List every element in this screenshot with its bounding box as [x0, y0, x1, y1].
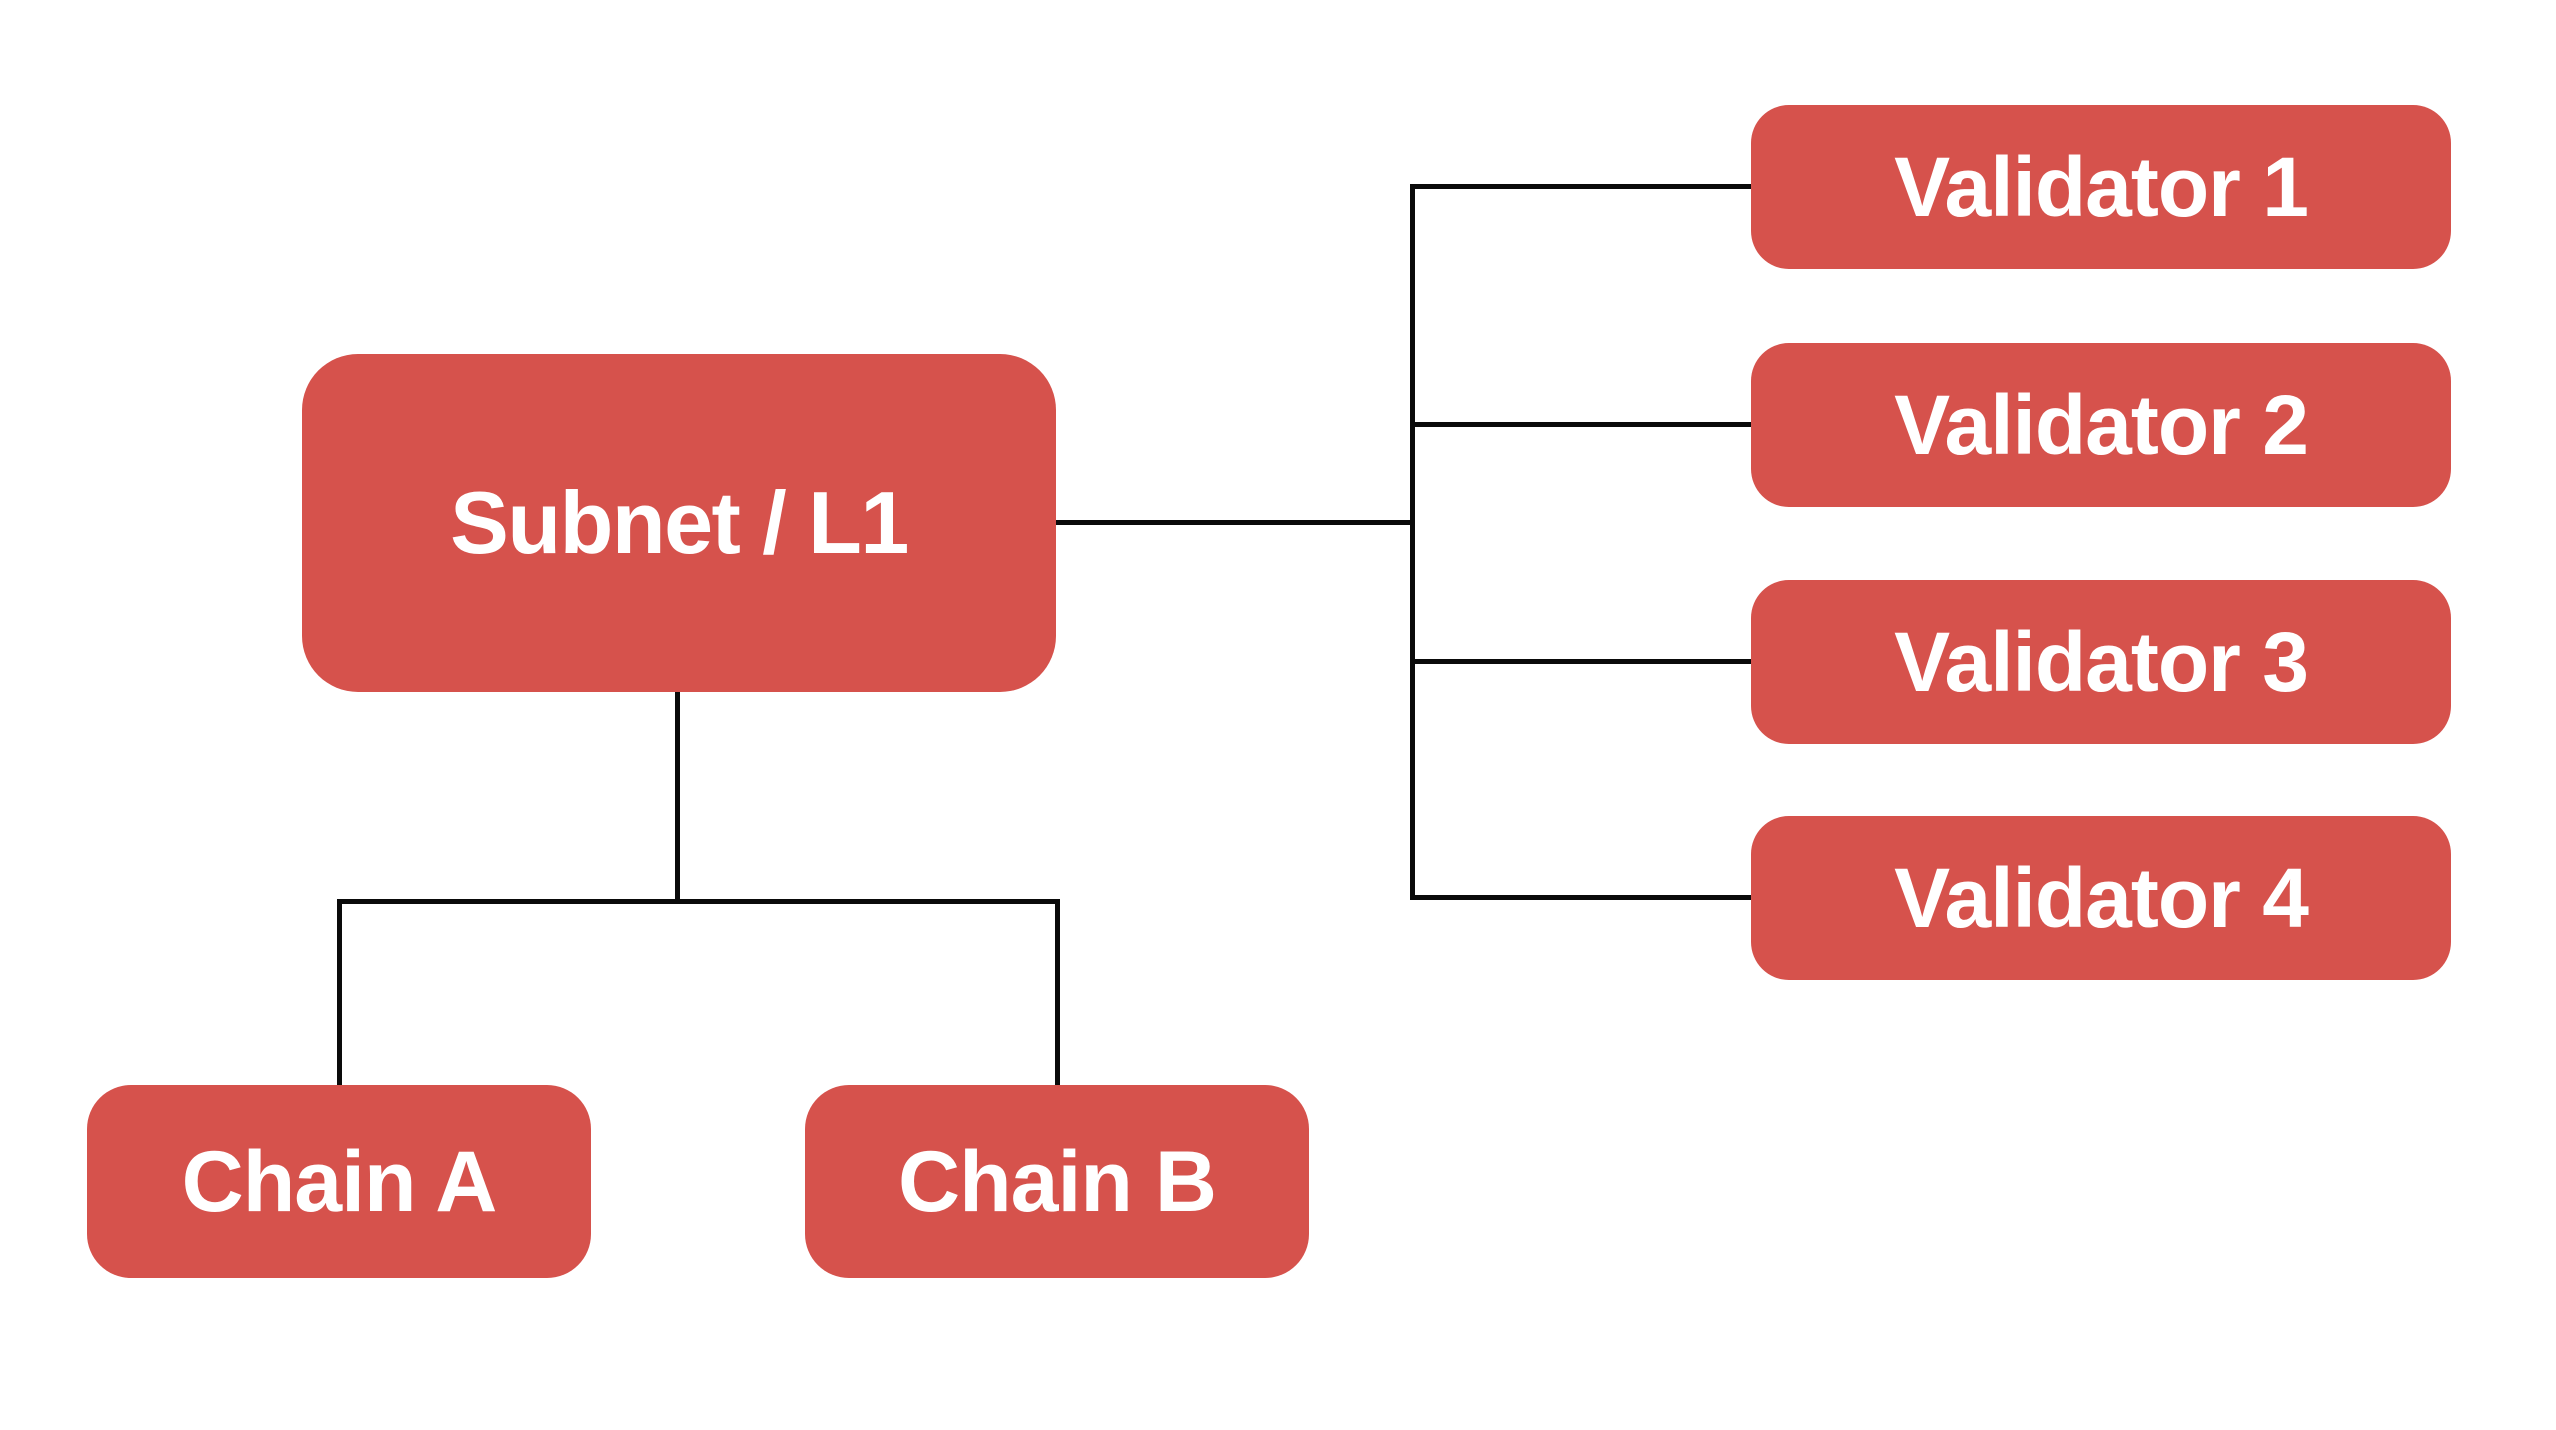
- subnet-node: Subnet / L1: [302, 354, 1056, 692]
- edge-spine-to-validator-4: [1413, 895, 1751, 900]
- edge-subnet-down: [675, 692, 680, 904]
- edge-spine-to-validator-3: [1413, 659, 1751, 664]
- edge-rail-to-chain-a: [337, 899, 342, 1085]
- validator-4-node: Validator 4: [1751, 816, 2451, 980]
- chain-b-label: Chain B: [898, 1133, 1217, 1230]
- validator-1-node: Validator 1: [1751, 105, 2451, 269]
- validator-2-label: Validator 2: [1894, 378, 2309, 472]
- chain-rail: [337, 899, 1060, 904]
- edge-spine-to-validator-1: [1413, 184, 1751, 189]
- validator-spine: [1410, 184, 1415, 900]
- edge-spine-to-validator-2: [1413, 422, 1751, 427]
- validator-3-node: Validator 3: [1751, 580, 2451, 744]
- validator-4-label: Validator 4: [1894, 851, 2309, 945]
- validator-3-label: Validator 3: [1894, 615, 2309, 709]
- edge-subnet-to-spine: [1056, 520, 1415, 525]
- chain-a-node: Chain A: [87, 1085, 591, 1278]
- validator-2-node: Validator 2: [1751, 343, 2451, 507]
- validator-1-label: Validator 1: [1894, 140, 2309, 234]
- chain-b-node: Chain B: [805, 1085, 1309, 1278]
- subnet-label: Subnet / L1: [450, 473, 909, 572]
- edge-rail-to-chain-b: [1055, 899, 1060, 1085]
- chain-a-label: Chain A: [181, 1133, 498, 1230]
